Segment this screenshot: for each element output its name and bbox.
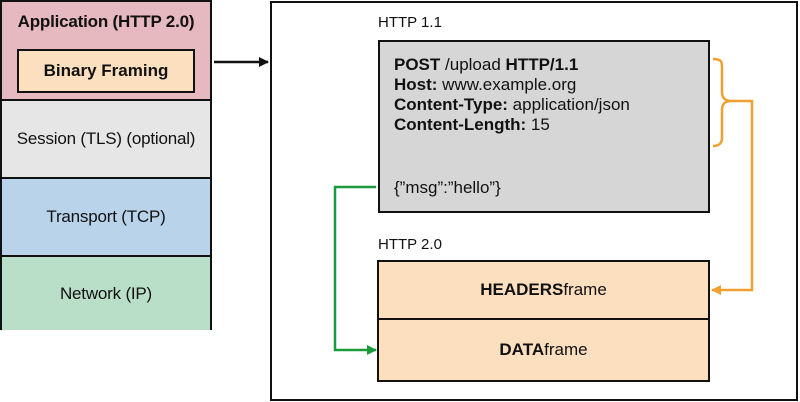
host-value: www.example.org <box>437 75 577 94</box>
data-frame-bold: DATA <box>499 340 545 359</box>
content-type-value: application/json <box>507 95 630 114</box>
http11-request-box: POST /upload HTTP/1.1 Host: www.example.… <box>378 40 710 213</box>
transport-layer-label: Transport (TCP) <box>46 207 166 226</box>
comparison-panel <box>270 1 798 401</box>
network-layer-label: Network (IP) <box>59 283 153 303</box>
session-layer: Session (TLS) (optional) <box>2 99 210 177</box>
content-type-header: Content-Type: application/json <box>394 95 694 115</box>
binary-framing-layer: Binary Framing <box>17 49 195 93</box>
protocol-stack: Application (HTTP 2.0) Session (TLS) (op… <box>0 0 212 330</box>
binary-framing-label: Binary Framing <box>43 61 169 80</box>
headers-brace <box>712 57 733 148</box>
content-length-key: Content-Length: <box>394 115 527 134</box>
request-line: POST /upload HTTP/1.1 <box>394 55 694 75</box>
headers-frame-rest: frame <box>563 280 607 299</box>
headers-mapping-arrow <box>711 99 754 295</box>
content-length-header: Content-Length: 15 <box>394 115 694 135</box>
request-version: HTTP/1.1 <box>505 55 579 74</box>
request-method: POST <box>394 55 441 74</box>
headers-frame-bold: HEADERS <box>480 280 564 299</box>
content-type-key: Content-Type: <box>394 95 508 114</box>
http11-caption: HTTP 1.1 <box>378 14 442 31</box>
headers-frame: HEADERS frame <box>377 260 710 320</box>
request-body: {”msg”:”hello”} <box>394 178 501 197</box>
application-layer-label: Application (HTTP 2.0) <box>17 12 195 31</box>
session-layer-label: Session (TLS) (optional) <box>16 129 196 148</box>
data-mapping-arrow <box>333 185 377 355</box>
transport-layer: Transport (TCP) <box>2 177 210 255</box>
data-frame: DATA frame <box>377 320 710 382</box>
data-frame-rest: frame <box>544 340 588 359</box>
content-length-value: 15 <box>526 115 550 134</box>
http2-caption: HTTP 2.0 <box>378 236 442 253</box>
host-key: Host: <box>394 75 438 94</box>
host-header: Host: www.example.org <box>394 75 694 95</box>
request-path: /upload <box>440 55 506 74</box>
network-layer: Network (IP) <box>2 255 210 330</box>
